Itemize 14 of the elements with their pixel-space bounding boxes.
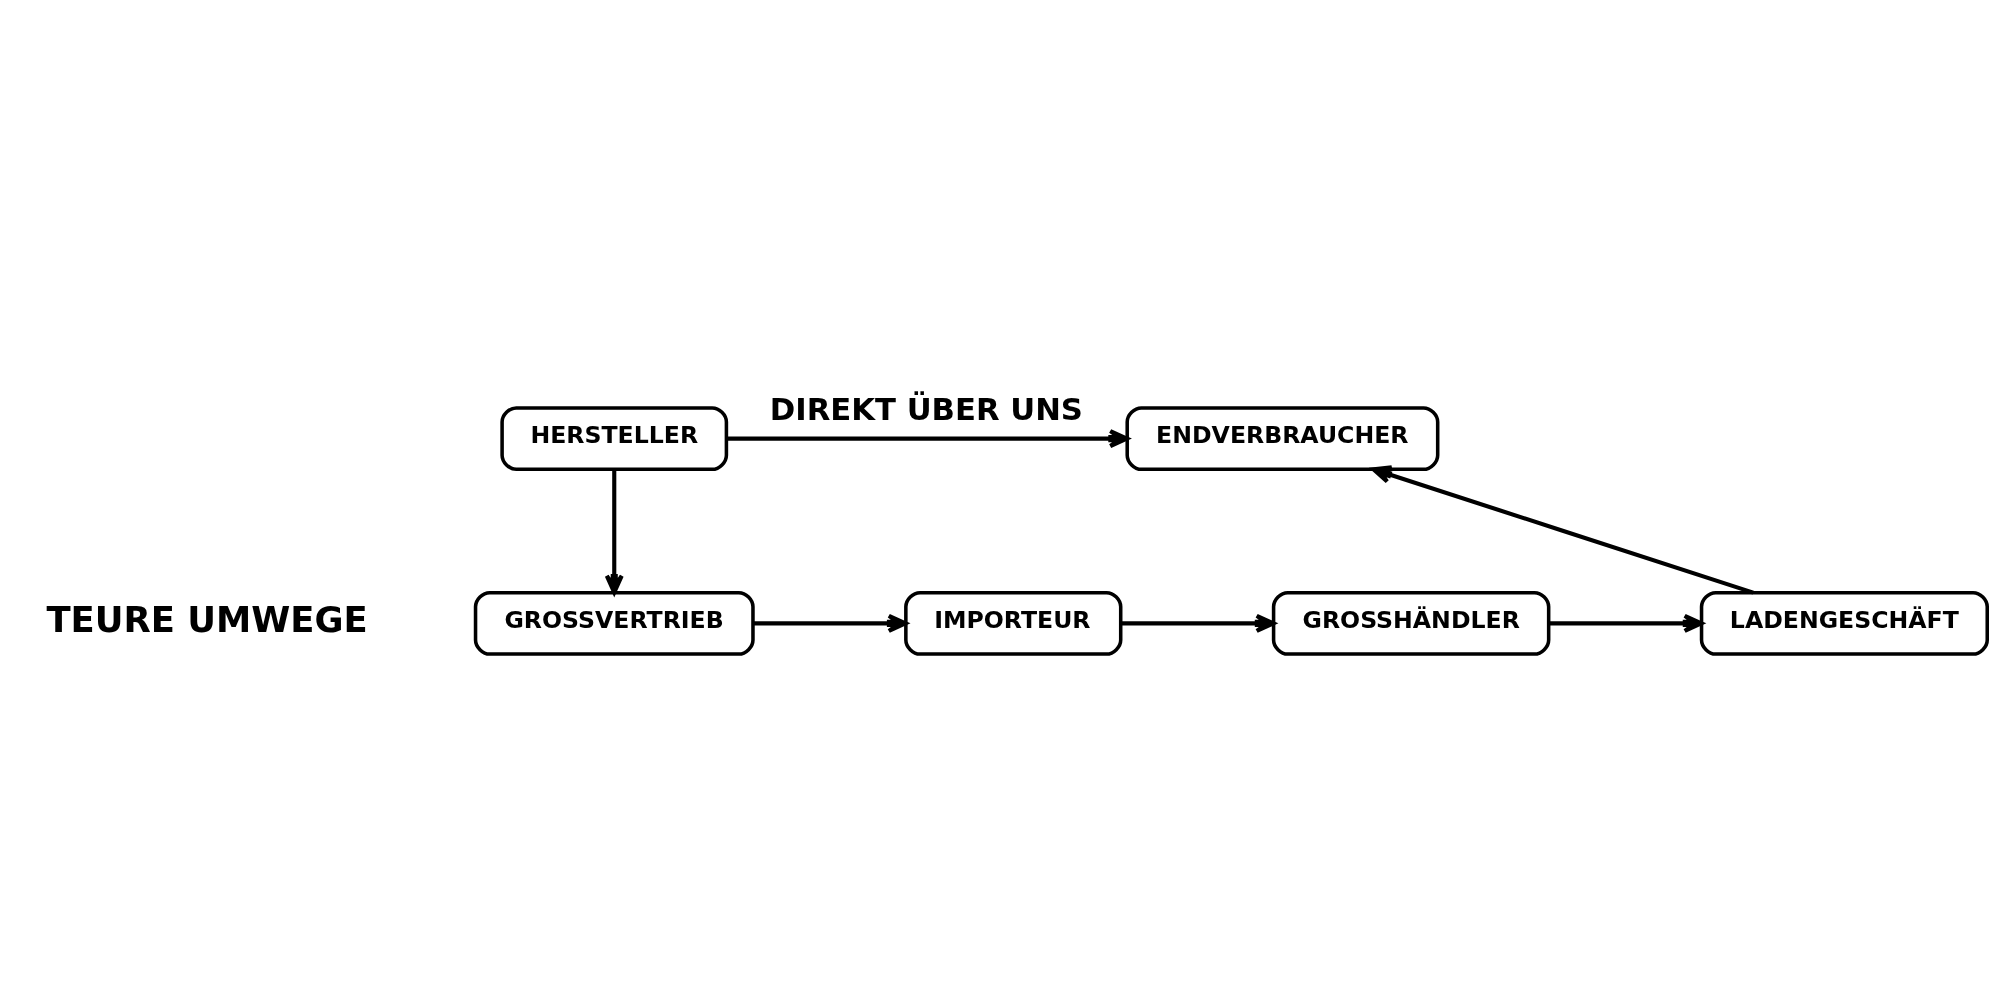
node-box: HERSTELLER	[500, 406, 729, 472]
arrow	[1371, 465, 1754, 595]
node-box: GROSSVERTRIEB	[473, 590, 755, 656]
node-box: ENDVERBRAUCHER	[1125, 406, 1440, 472]
arrow	[1120, 613, 1276, 633]
edge-label: DIREKT ÜBER UNS	[769, 392, 1083, 428]
label: TEURE UMWEGE	[46, 598, 368, 640]
node-box: GROSSHÄNDLER	[1271, 590, 1551, 656]
arrow	[726, 429, 1129, 449]
node-box: IMPORTEUR	[904, 590, 1123, 656]
arrow	[753, 613, 908, 633]
arrow	[1549, 613, 1704, 633]
node-box: LADENGESCHÄFT	[1699, 590, 1989, 656]
arrow	[604, 469, 624, 595]
